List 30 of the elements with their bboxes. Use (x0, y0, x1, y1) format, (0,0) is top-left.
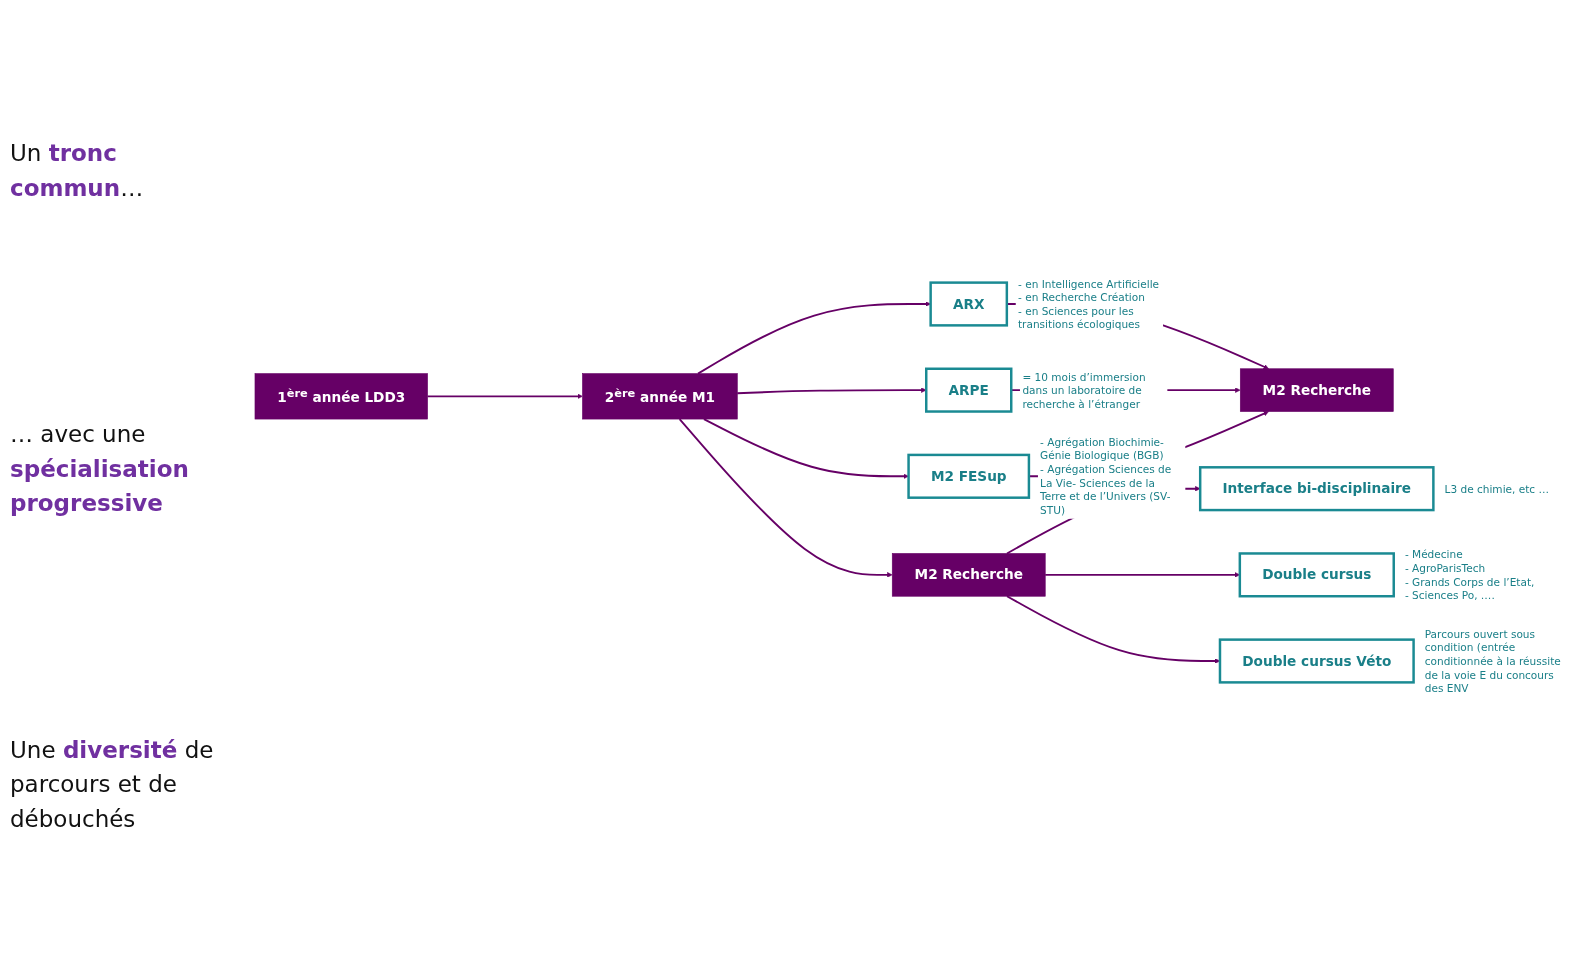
arrow (426, 393, 583, 400)
node-box: M2 FESup (907, 453, 1031, 499)
note-text: Parcours ouvert sous condition (entrée conditionnée à la réussite de la voie E du concours des ENV (1424, 627, 1562, 696)
node-box: 2$^{ère}$ année M1 (582, 373, 738, 420)
note-text: - Sciences Po, …. (1404, 588, 1496, 603)
node-box: ARX (929, 281, 1009, 327)
node-box: Interface bi-disciplinaire (1198, 466, 1435, 512)
note-text: Une diversité de parcours et de débouchés (10, 735, 215, 834)
note-text: Un tronc commun… (10, 139, 145, 203)
node-box: ARPE (925, 367, 1013, 413)
note-text: - Agrégation Biochimie-Génie Biologique (BGB) (1040, 435, 1165, 463)
node-box: M2 Recherche (891, 553, 1046, 597)
note-text: - Grands Corps de l’Etat, (1404, 575, 1535, 589)
node-box: 1$^{ère}$ année LDD3 (254, 373, 428, 420)
note-text: - AgroParisTech (1404, 561, 1487, 576)
note-text: - en Intelligence Artificielle (1018, 276, 1161, 291)
node-box: Double cursus Véto (1218, 638, 1415, 684)
note-text: - en Recherche Création (1018, 290, 1146, 305)
node-box: Double cursus (1238, 552, 1395, 598)
arrow (678, 418, 893, 578)
note-text: - Médecine (1404, 547, 1464, 562)
arrow (736, 387, 927, 395)
arrow (703, 418, 909, 480)
note-text: … avec une spécialisation progressive (10, 420, 190, 518)
note-text: = 10 mois d’immersion dans un laboratoire de recherche à l’étranger (1022, 369, 1147, 411)
node-box: M2 Recherche (1240, 368, 1394, 412)
note-text: - Agrégation Sciences de La Vie- Sciences de la Terre et de l’Univers (SV-STU) (1040, 462, 1173, 518)
arrow (697, 301, 931, 375)
note-text: - en Sciences pour les transitions écologiques (1018, 304, 1142, 332)
note-text: L3 de chimie, etc … (1444, 481, 1550, 496)
